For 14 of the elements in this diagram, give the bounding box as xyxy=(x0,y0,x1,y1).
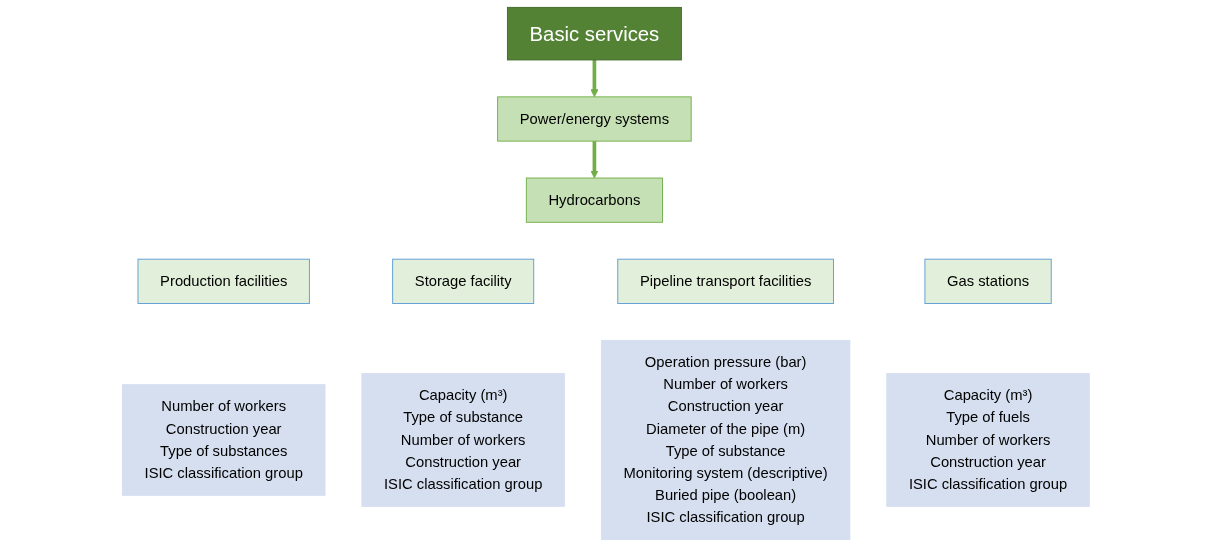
node-box xyxy=(525,177,663,223)
arrow xyxy=(589,141,599,179)
node-box xyxy=(391,258,534,304)
node-box xyxy=(361,373,565,507)
node-box xyxy=(121,384,326,496)
node-box xyxy=(885,373,1090,507)
node-box xyxy=(600,339,850,541)
node-box xyxy=(496,96,692,142)
node-box xyxy=(924,258,1052,304)
node-box xyxy=(616,258,834,304)
arrow xyxy=(589,59,599,98)
node-box xyxy=(506,6,682,61)
node-box xyxy=(137,258,310,304)
flowchart: Basic services Power/energy systems Hydrocarbons Production facilities Storage facility Pipeline transport facilities Gas stations Number of workers Construction year Type of substances ISIC classification group Capacity (m³) Type of substance Number of workers Construction year ISIC classification group Operation pressure (bar) Number of workers Construction year Diameter of the pipe (m) Type of substance Monitoring system (descriptive) Buried pipe (boolean) ISIC classification group Capacity (m³) Type of fuels Number of workers Construction year ISIC classification group xyxy=(114,0,1097,547)
